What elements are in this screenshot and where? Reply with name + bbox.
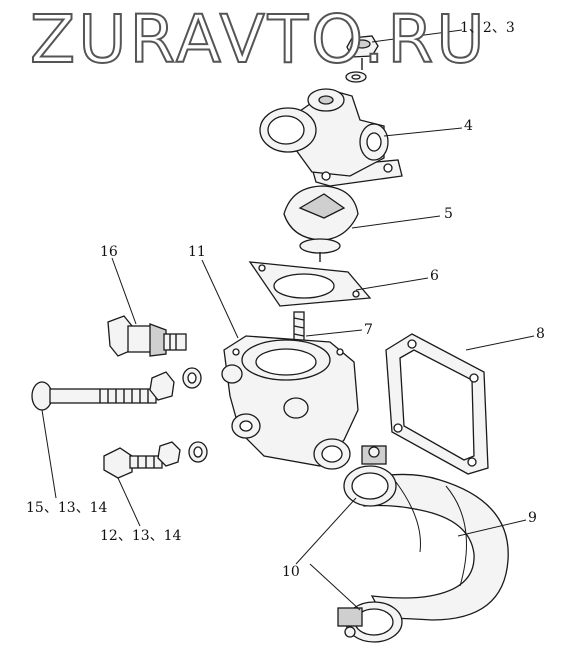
callout-10: 10 <box>282 564 300 580</box>
long-bolt-15 <box>31 367 202 411</box>
temperature-sensor <box>107 315 187 357</box>
thermostat <box>283 185 359 262</box>
callout-11: 11 <box>188 244 206 260</box>
callout-9: 9 <box>528 510 537 526</box>
callout-7: 7 <box>364 322 373 338</box>
upper-hose-clamp <box>343 445 397 507</box>
top-washer <box>345 71 367 83</box>
thermostat-cover <box>259 88 403 187</box>
watermark: ZURAVTO.RU <box>29 1 488 79</box>
lower-hose-clamp <box>337 601 403 643</box>
callout-1-2-3: 1、2、3 <box>460 20 515 36</box>
top-bolt <box>346 35 379 70</box>
short-bolt-12 <box>103 441 208 479</box>
thermostat-housing <box>221 335 359 470</box>
callout-16: 16 <box>100 244 118 260</box>
callout-8: 8 <box>536 326 545 342</box>
callout-5: 5 <box>444 206 453 222</box>
gasket-8 <box>385 333 489 475</box>
gasket-6 <box>248 261 372 307</box>
callout-12-13-14: 12、13、14 <box>100 528 182 544</box>
callout-4: 4 <box>464 118 473 134</box>
callout-15-13-14: 15、13、14 <box>26 500 108 516</box>
leader-lines <box>41 29 535 611</box>
callout-6: 6 <box>430 268 439 284</box>
